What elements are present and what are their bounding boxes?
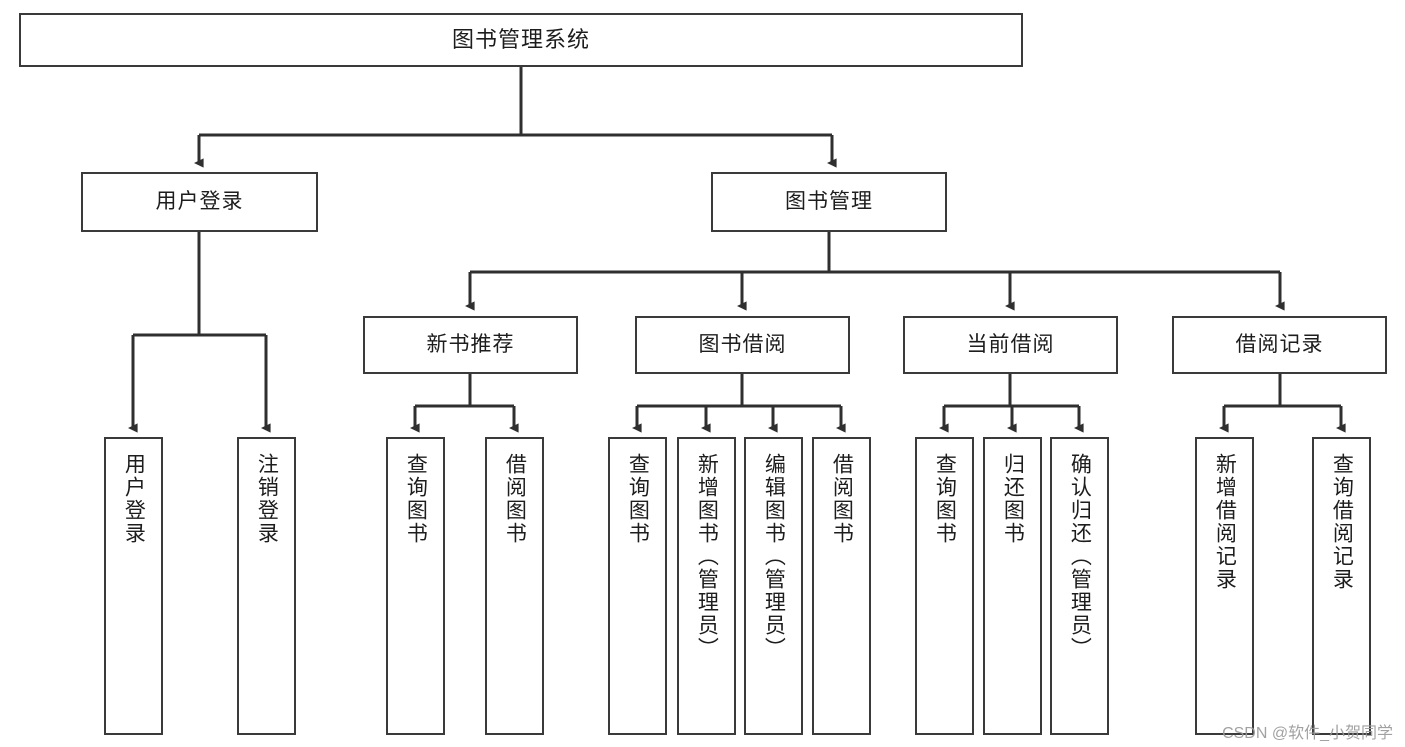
leaf-user-login-login[interactable]: 用户登录 (104, 437, 163, 735)
node-label: 图书管理系统 (451, 26, 590, 52)
node-label: 图书管理 (785, 190, 873, 214)
node-label: 新书推荐 (426, 333, 515, 357)
node-book-borrow[interactable]: 图书借阅 (635, 316, 850, 374)
node-label: 当前借阅 (966, 333, 1055, 357)
node-label: 编辑图书（管理员） (762, 453, 786, 660)
leaf-current-borrow-return[interactable]: 归还图书 (983, 437, 1042, 735)
node-borrow-record[interactable]: 借阅记录 (1172, 316, 1387, 374)
node-label: 用户登录 (122, 453, 146, 545)
leaf-book-borrow-query[interactable]: 查询图书 (608, 437, 667, 735)
node-label: 用户登录 (155, 190, 244, 214)
leaf-new-book-borrow[interactable]: 借阅图书 (485, 437, 544, 735)
leaf-borrow-record-query[interactable]: 查询借阅记录 (1312, 437, 1371, 735)
node-label: 图书借阅 (698, 333, 787, 357)
node-label: 借阅记录 (1235, 333, 1324, 357)
node-label: 查询借阅记录 (1330, 453, 1354, 591)
node-user-login[interactable]: 用户登录 (81, 172, 318, 232)
leaf-current-borrow-confirm-return[interactable]: 确认归还（管理员） (1050, 437, 1109, 735)
leaf-new-book-query[interactable]: 查询图书 (386, 437, 445, 735)
node-label: 查询图书 (933, 453, 957, 545)
leaf-current-borrow-query[interactable]: 查询图书 (915, 437, 974, 735)
node-current-borrow[interactable]: 当前借阅 (903, 316, 1118, 374)
leaf-book-borrow-add[interactable]: 新增图书（管理员） (677, 437, 736, 735)
leaf-user-login-logout[interactable]: 注销登录 (237, 437, 296, 735)
node-root-system[interactable]: 图书管理系统 (19, 13, 1023, 67)
node-label: 确认归还（管理员） (1068, 453, 1092, 660)
leaf-borrow-record-add[interactable]: 新增借阅记录 (1195, 437, 1254, 735)
watermark: CSDN @软件_小贺同学 (1222, 725, 1393, 742)
leaf-book-borrow-edit[interactable]: 编辑图书（管理员） (744, 437, 803, 735)
node-new-book-recommend[interactable]: 新书推荐 (363, 316, 578, 374)
node-label: 新增借阅记录 (1213, 453, 1237, 591)
node-label: 查询图书 (404, 453, 428, 545)
leaf-book-borrow-borrow[interactable]: 借阅图书 (812, 437, 871, 735)
node-label: 注销登录 (255, 453, 279, 545)
node-label: 查询图书 (626, 453, 650, 545)
node-label: 新增图书（管理员） (695, 453, 719, 660)
node-label: 借阅图书 (503, 453, 527, 545)
node-book-management[interactable]: 图书管理 (711, 172, 947, 232)
node-label: 归还图书 (1001, 453, 1025, 545)
node-label: 借阅图书 (830, 453, 854, 545)
